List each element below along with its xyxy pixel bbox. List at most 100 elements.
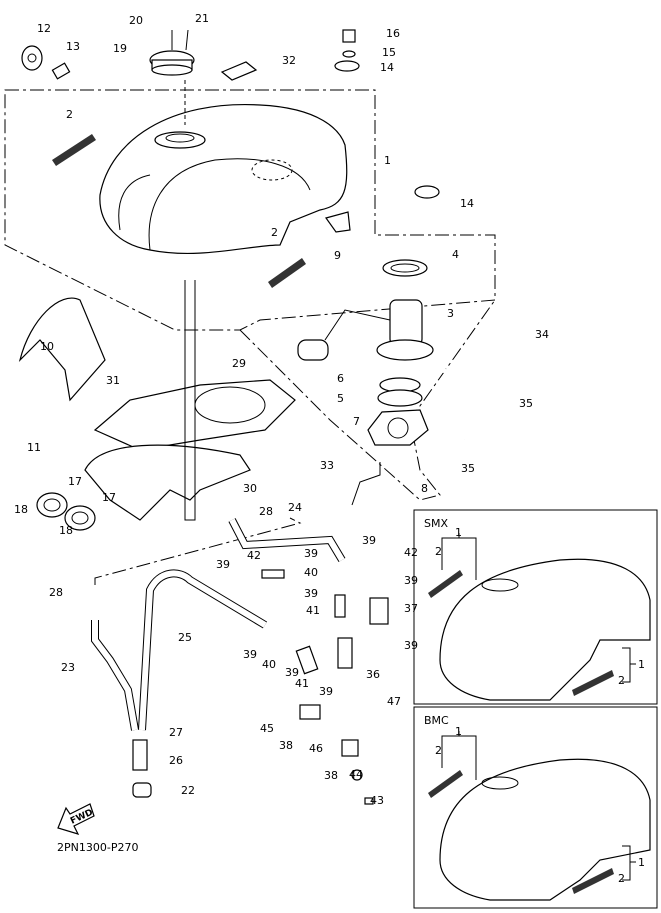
callout-3: 3 — [447, 307, 454, 320]
bmc-callout-2a: 2 — [435, 744, 442, 757]
callout-25: 25 — [178, 631, 192, 644]
callout-42: 42 — [404, 546, 418, 559]
damper-14 — [414, 185, 440, 199]
hose-25-inner — [139, 570, 267, 731]
inset-smx-label: SMX — [424, 517, 448, 530]
hose-23 — [91, 620, 139, 731]
inset-smx — [413, 509, 658, 705]
smx-callout-2a: 2 — [435, 545, 442, 558]
callout-18: 18 — [59, 524, 73, 537]
callout-14: 14 — [380, 61, 394, 74]
callout-47: 47 — [387, 695, 401, 708]
fittings — [261, 569, 389, 805]
fwd-arrow-icon: FWD — [57, 803, 95, 835]
yamaha-emblem-right — [268, 258, 306, 288]
callout-39: 39 — [243, 648, 257, 661]
callout-10: 10 — [40, 340, 54, 353]
diagram-code: 2PN1300-P270 — [57, 841, 139, 854]
callout-15: 15 — [382, 46, 396, 59]
callout-29: 29 — [232, 357, 246, 370]
protector-29-31 — [84, 379, 296, 521]
callout-20: 20 — [129, 14, 143, 27]
callout-16: 16 — [386, 27, 400, 40]
bmc-callout-1b: 1 — [638, 856, 645, 869]
callout-2: 2 — [66, 108, 73, 121]
hose-clamps-17 — [36, 492, 96, 531]
bmc-callout-1a: 1 — [455, 725, 462, 738]
vertical-guide — [184, 280, 196, 521]
callout-41: 41 — [306, 604, 320, 617]
callout-17: 17 — [102, 491, 116, 504]
callout-31: 31 — [106, 374, 120, 387]
callout-5: 5 — [337, 392, 344, 405]
callout-7: 7 — [353, 415, 360, 428]
callout-18: 18 — [14, 503, 28, 516]
callout-19: 19 — [113, 42, 127, 55]
label-32 — [220, 61, 258, 81]
callout-30: 30 — [243, 482, 257, 495]
callout-9: 9 — [334, 249, 341, 262]
yamaha-emblem-left — [52, 134, 96, 166]
callout-8: 8 — [421, 482, 428, 495]
callout-13: 13 — [66, 40, 80, 53]
callout-4: 4 — [452, 248, 459, 261]
inset-brackets — [441, 533, 636, 881]
callout-6: 6 — [337, 372, 344, 385]
bolt-16 — [334, 29, 360, 72]
hose-33 — [351, 462, 381, 506]
callout-14: 14 — [460, 197, 474, 210]
callout-26: 26 — [169, 754, 183, 767]
tank-assembly-boundary — [4, 89, 496, 331]
callout-37: 37 — [404, 602, 418, 615]
callout-32: 32 — [282, 54, 296, 67]
callout-35: 35 — [461, 462, 475, 475]
fuel-pump — [297, 259, 434, 446]
fuel-cap — [149, 29, 195, 125]
callout-28: 28 — [49, 586, 63, 599]
callout-27: 27 — [169, 726, 183, 739]
callout-11: 11 — [27, 441, 41, 454]
callout-45: 45 — [260, 722, 274, 735]
hose-34 — [419, 347, 526, 441]
fuel-tank — [99, 103, 348, 255]
protector-10 — [18, 297, 106, 402]
callout-28: 28 — [259, 505, 273, 518]
callout-17: 17 — [68, 475, 82, 488]
callout-42: 42 — [247, 549, 261, 562]
callout-34: 34 — [535, 328, 549, 341]
hose-24-inner — [229, 518, 345, 562]
callout-24: 24 — [288, 501, 302, 514]
filter-26 — [132, 739, 148, 771]
callout-39: 39 — [404, 639, 418, 652]
smx-tank — [428, 558, 651, 701]
callout-21: 21 — [195, 12, 209, 25]
bmc-callout-2b: 2 — [618, 872, 625, 885]
callout-39: 39 — [404, 574, 418, 587]
callout-35: 35 — [519, 397, 533, 410]
bmc-tank — [428, 758, 651, 901]
callout-43: 43 — [370, 794, 384, 807]
smx-callout-2b: 2 — [618, 674, 625, 687]
inset-bmc — [413, 706, 658, 909]
hose-route-boundary — [94, 517, 302, 585]
callout-40: 40 — [304, 566, 318, 579]
callout-23: 23 — [61, 661, 75, 674]
callout-41: 41 — [295, 677, 309, 690]
callout-38: 38 — [279, 739, 293, 752]
damper-12 — [21, 45, 43, 71]
callout-2: 2 — [271, 226, 278, 239]
hose-23-inner — [92, 620, 138, 731]
callout-46: 46 — [309, 742, 323, 755]
callout-36: 36 — [366, 668, 380, 681]
callout-39: 39 — [304, 587, 318, 600]
smx-callout-1b: 1 — [638, 658, 645, 671]
bracket-9 — [325, 211, 351, 233]
callout-39: 39 — [362, 534, 376, 547]
callout-40: 40 — [262, 658, 276, 671]
callout-39: 39 — [319, 685, 333, 698]
callout-1: 1 — [384, 154, 391, 167]
callout-39: 39 — [304, 547, 318, 560]
